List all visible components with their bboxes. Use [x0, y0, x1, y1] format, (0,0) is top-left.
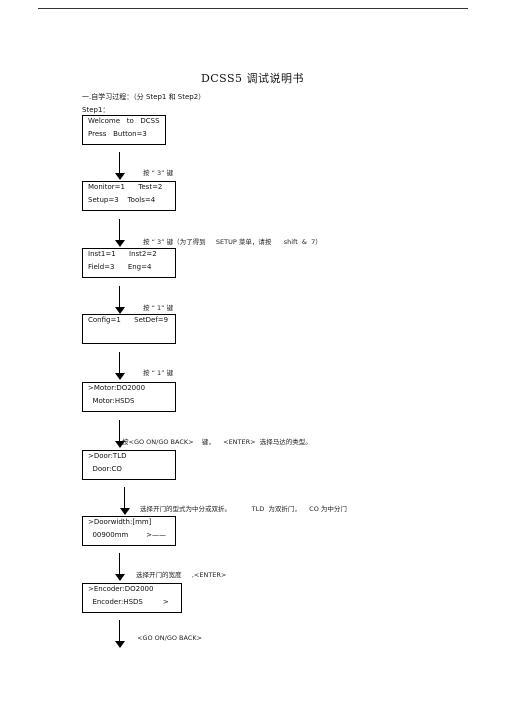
lcd-screen-doorwidth: >Doorwidth:[mm] 00900mm >——: [82, 516, 176, 546]
lcd-line-2: Press Button=3: [88, 130, 147, 138]
lcd-screen-motor: >Motor:DO2000 Motor:HSDS: [82, 382, 176, 412]
lcd-line-1: >Door:TLD: [88, 452, 127, 460]
lcd-line-1: Welcome to DCSS: [88, 117, 160, 125]
section-heading: 一.自学习过程：（分 Step1 和 Step2）: [82, 93, 206, 101]
lcd-screen-main-menu: Monitor=1 Test=2 Setup=3 Tools=4: [82, 181, 176, 211]
lcd-line-1: >Doorwidth:[mm]: [88, 518, 152, 526]
lcd-line-1: Inst1=1 Inst2=2: [88, 250, 157, 258]
lcd-line-2: 00900mm >——: [88, 531, 167, 539]
down-arrow-icon: [115, 420, 125, 448]
down-arrow-icon: [115, 620, 125, 648]
lcd-line-1: Config=1 SetDef=9: [88, 316, 169, 324]
lcd-screen-welcome: Welcome to DCSS Press Button=3: [82, 115, 166, 145]
instruction-1: 按 “ 3” 键: [143, 169, 174, 177]
lcd-line-1: >Encoder:DO2000: [88, 585, 154, 593]
instruction-8: <GO ON/GO BACK>: [137, 634, 203, 642]
lcd-screen-door: >Door:TLD Door:CO: [82, 450, 176, 480]
document-title: DCSS5 调试说明书: [200, 72, 305, 85]
instruction-7: 选择开门的宽度 ,<ENTER>: [136, 571, 227, 579]
lcd-line-2: Setup=3 Tools=4: [88, 196, 156, 204]
down-arrow-icon: [115, 352, 125, 380]
lcd-line-2: Encoder:HSDS >: [88, 598, 169, 606]
lcd-line-2: Field=3 Eng=4: [88, 263, 152, 271]
down-arrow-icon: [115, 286, 125, 314]
instruction-3: 按 “ 1” 键: [143, 304, 174, 312]
instruction-5: 按<GO ON/GO BACK> 键， <ENTER> 选择马达的类型。: [122, 438, 312, 446]
lcd-screen-inst1: Config=1 SetDef=9: [82, 314, 176, 344]
lcd-screen-encoder: >Encoder:DO2000 Encoder:HSDS >: [82, 583, 182, 613]
lcd-screen-setup: Inst1=1 Inst2=2 Field=3 Eng=4: [82, 248, 176, 278]
instruction-2: 按 “ 3” 键（为了得到 SETUP 菜单，请按 shift & 7）: [143, 238, 322, 246]
lcd-line-1: >Motor:DO2000: [88, 384, 146, 392]
instruction-4: 按 “ 1” 键: [143, 369, 174, 377]
header-rule: [38, 8, 468, 9]
down-arrow-icon: [115, 553, 125, 581]
lcd-line-1: Monitor=1 Test=2: [88, 183, 163, 191]
step-label: Step1：: [82, 106, 110, 114]
lcd-line-2: Door:CO: [88, 465, 122, 473]
down-arrow-icon: [115, 219, 125, 247]
down-arrow-icon: [120, 487, 130, 515]
down-arrow-icon: [115, 152, 125, 180]
instruction-6: 选择开门的型式为中分或双折。 TLD 为双折门， CO 为中分门: [140, 505, 347, 513]
lcd-line-2: Motor:HSDS: [88, 397, 135, 405]
